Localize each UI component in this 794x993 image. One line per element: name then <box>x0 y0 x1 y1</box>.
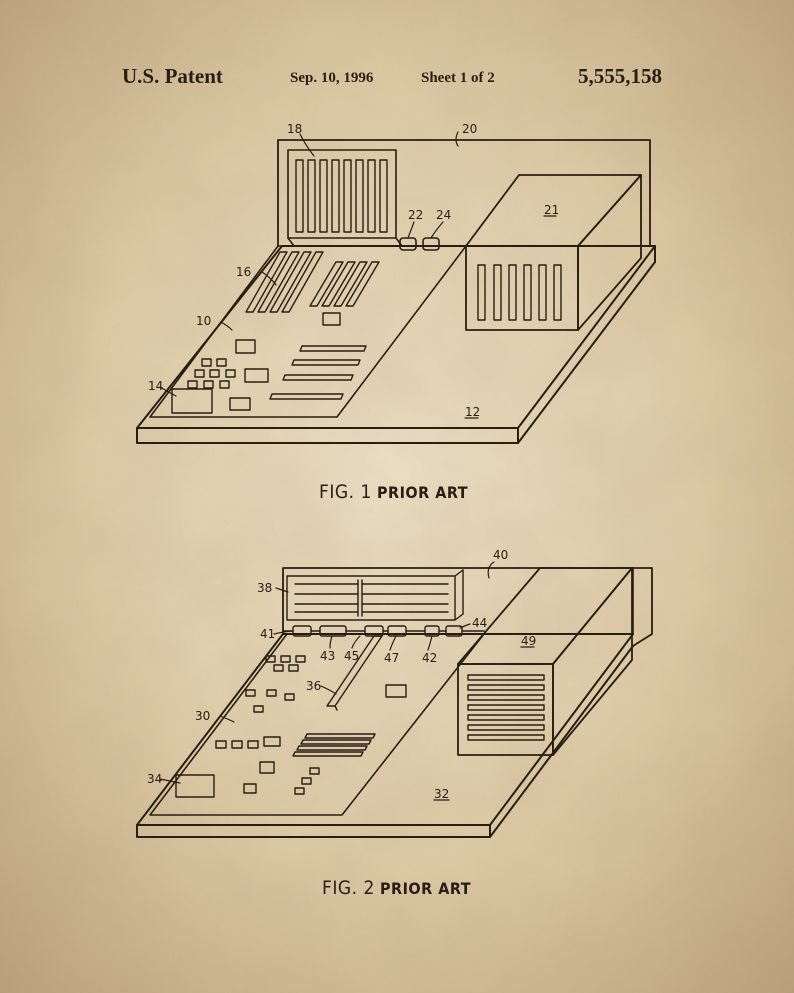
ref-47: 47 <box>384 651 399 665</box>
fig1-motherboard <box>149 245 467 418</box>
ref-44: 44 <box>472 616 487 630</box>
fig1-slot-bracket <box>287 149 403 247</box>
figure-2-label: FIG. 2 <box>322 877 375 899</box>
ref-32: 32 <box>434 787 449 801</box>
fig2-riser-card <box>326 635 383 711</box>
ref-18: 18 <box>287 122 302 136</box>
ref-38: 38 <box>257 581 272 595</box>
ref-43: 43 <box>320 649 335 663</box>
patent-label: U.S. Patent <box>122 64 223 88</box>
patent-number: 5,555,158 <box>578 64 662 88</box>
ref-16: 16 <box>236 265 251 279</box>
ref-41: 41 <box>260 627 275 641</box>
ref-36: 36 <box>306 679 321 693</box>
fig1-power-supply <box>465 174 642 331</box>
ref-14: 14 <box>148 379 163 393</box>
ref-30: 30 <box>195 709 210 723</box>
figure-2-note: PRIOR ART <box>379 879 472 898</box>
figure-1-label: FIG. 1 <box>319 481 372 503</box>
patent-date: Sep. 10, 1996 <box>290 70 374 86</box>
fig2-chips <box>175 655 407 798</box>
ref-45: 45 <box>344 649 359 663</box>
fig2-memory-strips <box>292 733 376 757</box>
fig2-power-supply <box>457 567 633 756</box>
figure-2-drawing <box>136 561 653 838</box>
fig2-leader-lines <box>159 561 535 801</box>
ref-34: 34 <box>147 772 162 786</box>
ref-12: 12 <box>465 405 480 419</box>
ref-40: 40 <box>493 548 508 562</box>
ref-24: 24 <box>436 208 451 222</box>
fig1-expansion-slots <box>245 251 380 313</box>
ref-49: 49 <box>521 634 536 648</box>
ref-10: 10 <box>196 314 211 328</box>
fig2-card-bracket <box>286 569 464 621</box>
figure-1-drawing <box>136 131 656 444</box>
sheet-indicator: Sheet 1 of 2 <box>421 70 495 86</box>
fig2-connector-row <box>282 625 485 637</box>
figure-1-note: PRIOR ART <box>376 483 469 502</box>
figure-2-caption: FIG. 2 PRIOR ART <box>322 877 471 899</box>
fig1-chips <box>171 312 341 414</box>
fig1-connectors <box>399 237 467 251</box>
fig1-back-panel <box>277 139 651 247</box>
ref-20: 20 <box>462 122 477 136</box>
ref-42: 42 <box>422 651 437 665</box>
ref-21: 21 <box>544 203 559 217</box>
fig1-memory-strips <box>269 345 367 400</box>
figure-1-caption: FIG. 1 PRIOR ART <box>319 481 468 503</box>
fig1-leader-lines <box>159 131 557 419</box>
ref-22: 22 <box>408 208 423 222</box>
